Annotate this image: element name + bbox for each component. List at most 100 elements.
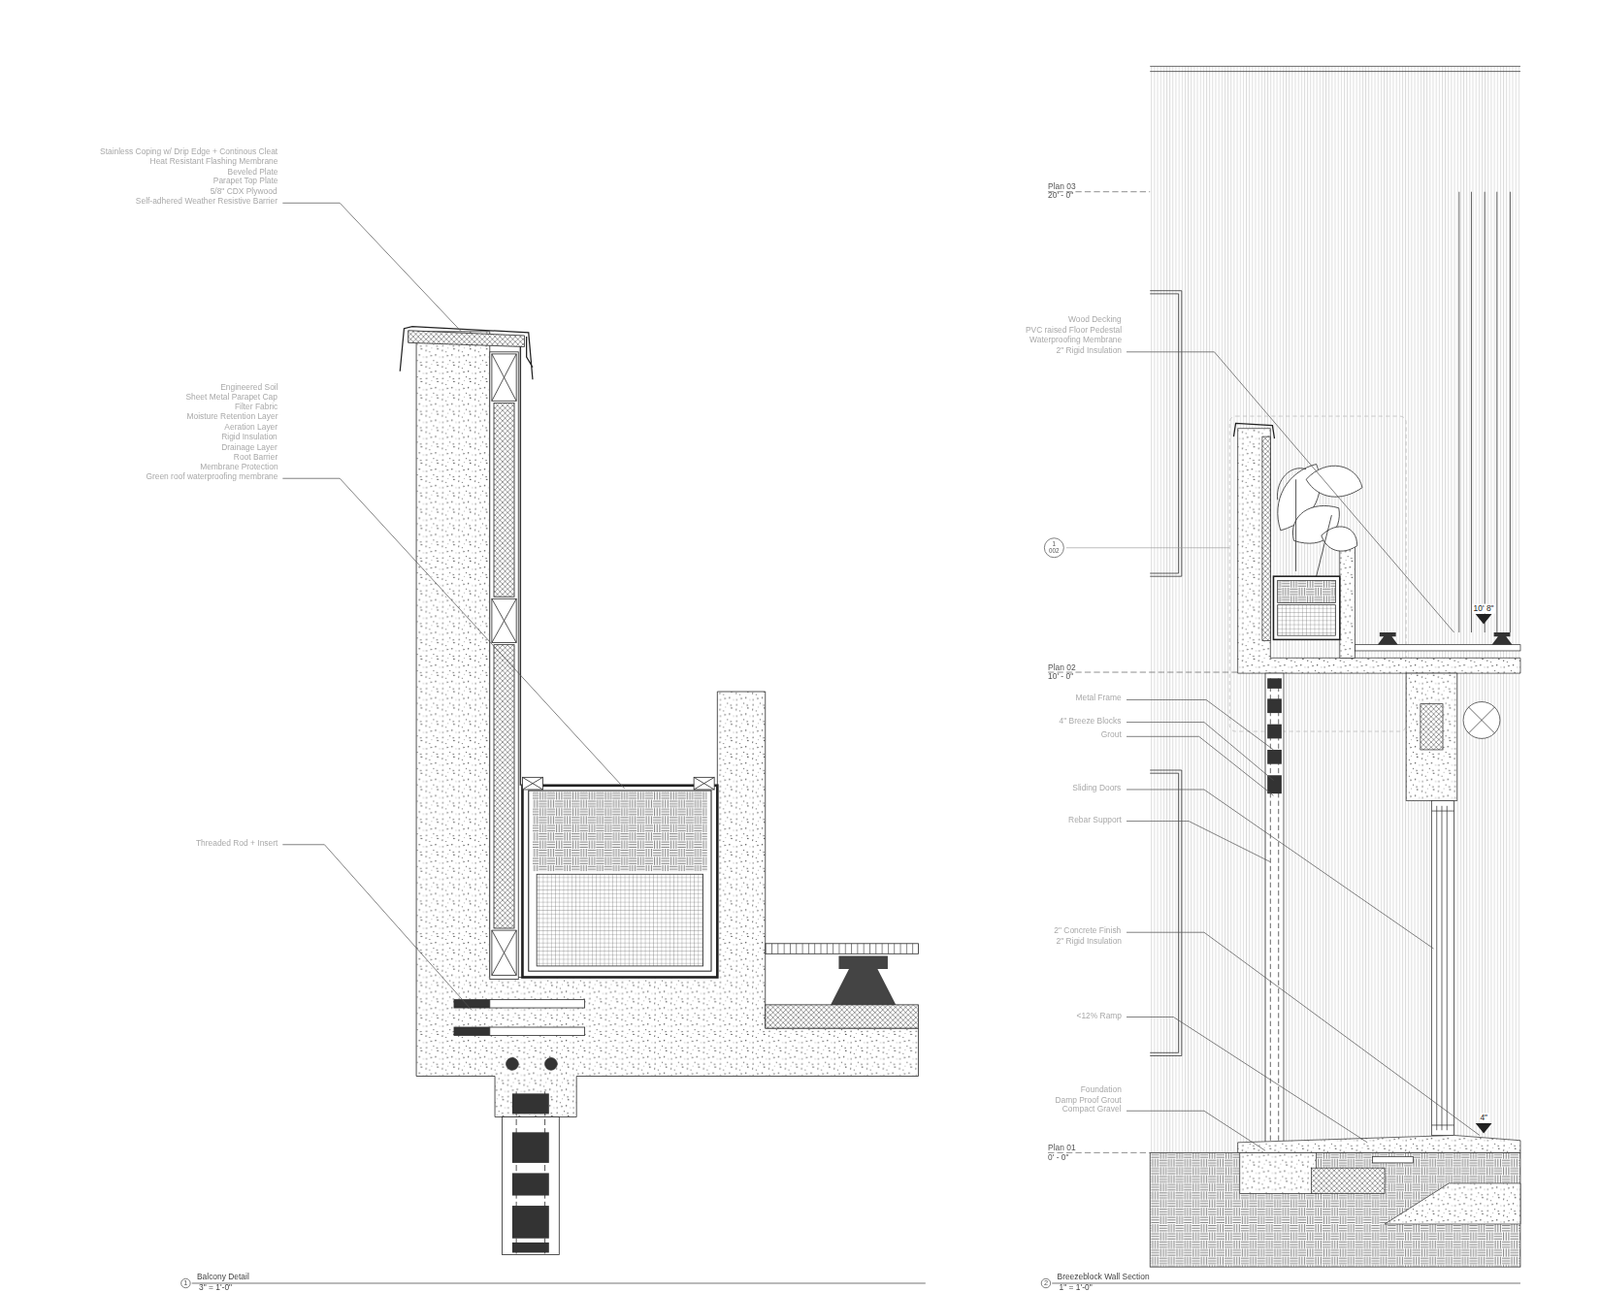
callout-number: 002 (1048, 548, 1060, 556)
callout-label: Heat Resistant Flashing Membrane (150, 157, 279, 166)
leader-line (1126, 821, 1271, 863)
leader-line (1126, 736, 1274, 796)
leader-line (1126, 1110, 1266, 1151)
threaded-rod (454, 1000, 586, 1037)
circle-outline (181, 1278, 191, 1288)
threaded-rod (454, 1000, 490, 1009)
leader-line (1126, 699, 1274, 751)
callout-label: Membrane Protection (199, 461, 278, 471)
plant (1276, 464, 1362, 578)
callout-label: Sliding Doors (1072, 783, 1121, 793)
callout-label: Sheet Metal Parapet Cap (185, 392, 277, 402)
pedestal (1492, 632, 1513, 646)
planter-soil (1277, 580, 1337, 603)
level-label: Plan 01 (1047, 1143, 1077, 1153)
coping (399, 326, 533, 381)
sliding-door-frame (1431, 806, 1454, 1131)
parapet-cap (522, 777, 715, 790)
callout-label: PVC raised Floor Pedestal (1025, 325, 1122, 334)
callout-label: Rigid Insulation (221, 432, 278, 442)
callout-label: <12% Ramp (1076, 1011, 1122, 1020)
light-fixture (1463, 702, 1501, 740)
callout-label: 4" Breeze Blocks (1059, 716, 1122, 725)
callout-circle: 1 (180, 1278, 192, 1290)
threaded-rod (489, 1027, 586, 1036)
blocking (491, 930, 517, 976)
breeze-block (1267, 698, 1282, 714)
section-callout-line (1066, 547, 1230, 549)
callout-label: Aeration Layer (224, 422, 278, 431)
callout-label: Compact Gravel (1062, 1105, 1122, 1114)
callout-label: Rebar Support (1068, 815, 1122, 824)
blocking (491, 354, 517, 976)
ramp-base (1384, 1183, 1521, 1225)
breeze-block (1267, 775, 1282, 794)
callout-label: 5/8" CDX Plywood (210, 186, 278, 196)
callout-label: Drainage Layer (221, 442, 278, 452)
callout-number: 1 (183, 1279, 188, 1288)
wood-decking (765, 944, 919, 955)
leader-line (1126, 932, 1480, 1136)
light-fixture (1468, 707, 1495, 734)
callout-number: 2 (1044, 1279, 1048, 1288)
drawing-title: Breezeblock Wall Section (1057, 1272, 1150, 1281)
level-label: Plan 02 (1047, 663, 1077, 673)
plant (1296, 479, 1333, 577)
callout-label: Moisture Retention Layer (186, 412, 278, 422)
blocking (491, 598, 517, 643)
elevation-hatch (1149, 65, 1521, 1153)
plant (1276, 468, 1307, 501)
planter-liner (522, 785, 718, 979)
callout-label: Green roof waterproofing membrane (145, 472, 278, 482)
plywood (408, 330, 525, 348)
callout-label: Threaded Rod + Insert (195, 838, 278, 848)
light-fixture (1463, 702, 1501, 740)
circle-outline (1041, 1278, 1050, 1288)
parapet-cap (522, 777, 543, 790)
level-label: Plan 03 (1047, 181, 1077, 191)
drainage-mesh (536, 874, 703, 967)
breeze-block (512, 1242, 550, 1254)
parapet-cap (693, 777, 715, 790)
engineered-soil (532, 791, 708, 872)
elevation-marker (1475, 614, 1493, 625)
foundation (1240, 1152, 1317, 1194)
drawing-title: 1" = 1'-0" (1059, 1283, 1093, 1292)
callout-label: Stainless Coping w/ Drip Edge + Continou… (99, 146, 278, 156)
breeze-block (1265, 678, 1284, 1153)
callout-label: 2" Rigid Insulation (1055, 346, 1122, 356)
level-line (1047, 1152, 1239, 1154)
foundation-footing (1310, 1168, 1385, 1194)
coping (1233, 423, 1274, 439)
leader-line (1126, 789, 1435, 949)
callout-circle: 1002 (1044, 537, 1065, 558)
circle-outline (1044, 538, 1064, 558)
leader-line (282, 478, 624, 789)
level-label: 20' - 0" (1047, 191, 1074, 200)
breeze-block (512, 1132, 550, 1164)
title-rule (192, 1282, 926, 1284)
leader-line (1126, 722, 1274, 782)
blocking (491, 354, 517, 401)
leader-line (1126, 1017, 1368, 1143)
blocking (491, 354, 517, 401)
blocking (491, 598, 517, 643)
insulation (1262, 436, 1271, 641)
rebar-support (1270, 678, 1278, 1151)
ramp-slab (1238, 1135, 1521, 1153)
decking (1355, 645, 1521, 652)
callout-label: Beveled Plate (228, 166, 279, 176)
callout-label: 2" Concrete Finish (1053, 926, 1121, 936)
window-mullions (1459, 192, 1511, 633)
threaded-rod (454, 1027, 490, 1036)
planter-box (1273, 576, 1339, 640)
threaded-rod (489, 1000, 586, 1009)
beam-insulation (1420, 704, 1443, 751)
leader-line (282, 202, 461, 332)
callout-label: Engineered Soil (220, 382, 278, 392)
plant (1321, 526, 1358, 552)
callout-label: Filter Fabric (234, 401, 278, 411)
title-rule (192, 1282, 1521, 1284)
elevation-mark: 10' 8" (1472, 604, 1496, 614)
breeze-block (1267, 678, 1282, 689)
